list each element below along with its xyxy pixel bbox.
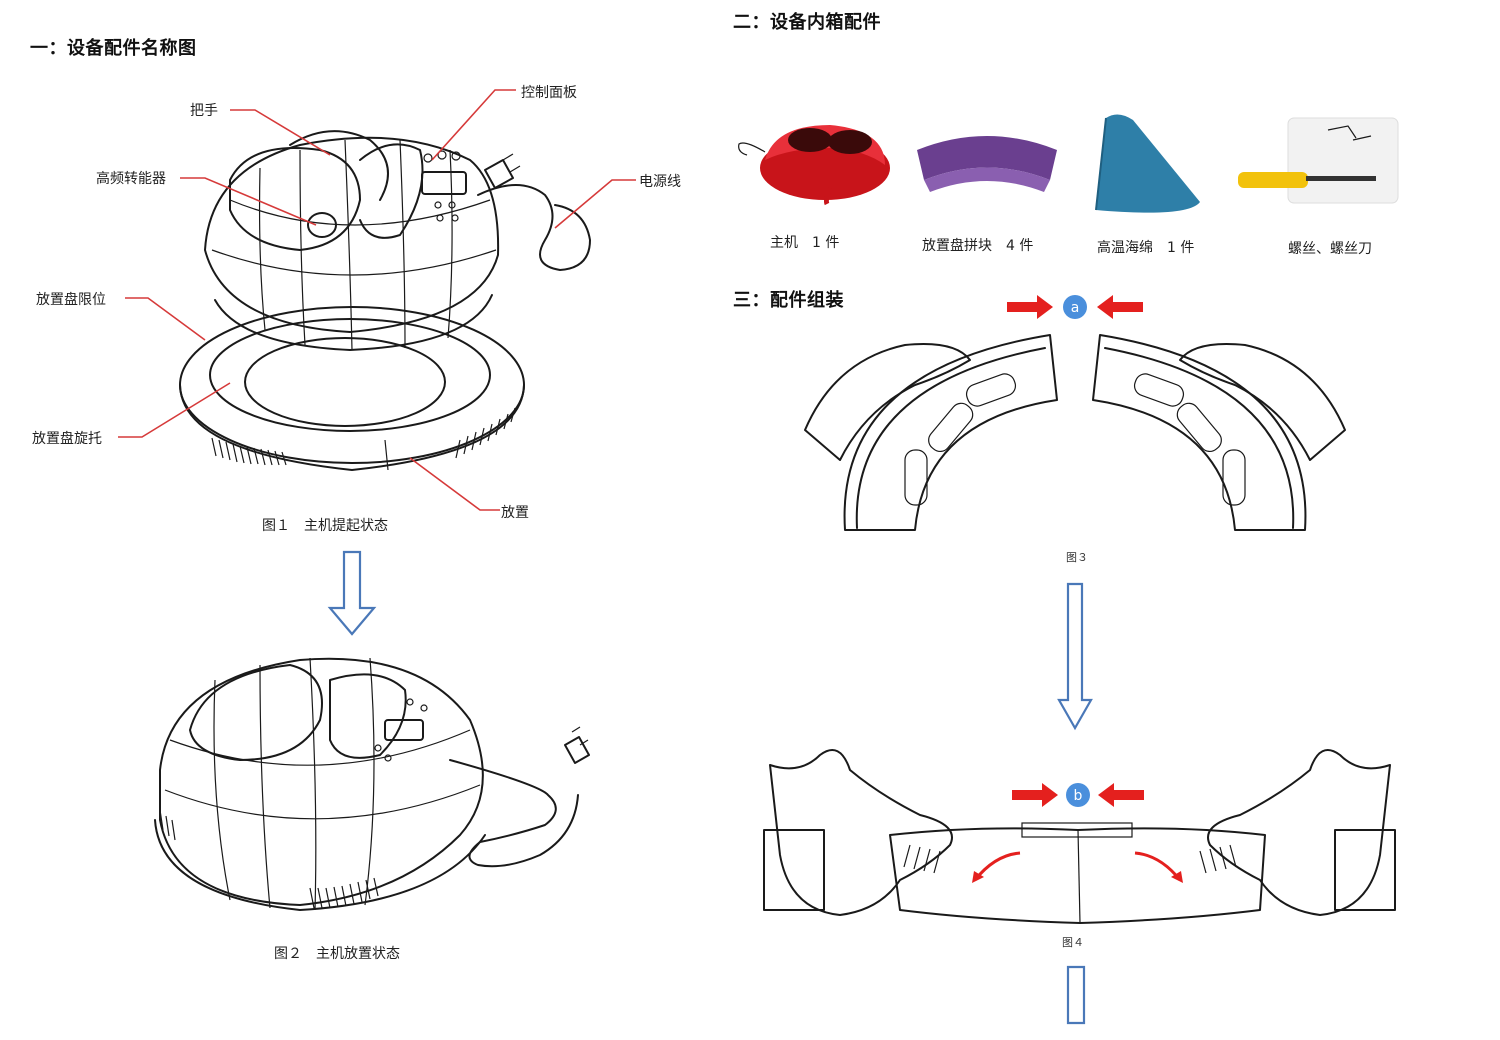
down-arrow-icon-2 [1057, 582, 1093, 731]
label-control-panel: 控制面板 [521, 85, 577, 101]
down-arrow-icon [327, 550, 377, 636]
item-screwdriver-label: 螺丝、螺丝刀 [1288, 241, 1372, 257]
fig3-assembly-drawing: a [804, 295, 1346, 531]
label-power-cord: 电源线 [639, 174, 681, 190]
fig2-caption: 图２ 主机放置状态 [274, 946, 400, 962]
fig4-caption: 图４ [1062, 936, 1084, 949]
section-title-3: 三：配件组装 [733, 290, 844, 311]
item-sponge-label: 高温海绵 1 件 [1097, 240, 1195, 256]
fig2-device-drawing [154, 657, 590, 911]
item-tray-piece-image [917, 136, 1057, 192]
item-screwdriver-image [1238, 117, 1399, 204]
item-main-unit-label: 主机 1 件 [770, 235, 840, 251]
label-tray-limit: 放置盘限位 [36, 292, 106, 308]
item-sponge-image [1095, 114, 1200, 213]
fig4-badge: b [1074, 788, 1083, 804]
section-title-2: 二：设备内箱配件 [733, 12, 881, 33]
label-tray-holder: 放置盘旋托 [32, 431, 102, 447]
fig3-caption: 图３ [1066, 551, 1088, 564]
section-title-1: 一：设备配件名称图 [30, 38, 197, 59]
label-place: 放置 [501, 505, 529, 521]
label-converter: 高频转能器 [96, 171, 166, 187]
label-handle: 把手 [190, 103, 218, 119]
fig4-assembly-drawing: b [763, 749, 1396, 924]
item-tray-piece-label: 放置盘拼块 4 件 [922, 238, 1034, 254]
down-arrow-icon-3 [1066, 965, 1086, 1025]
fig3-badge: a [1071, 300, 1080, 316]
fig1-device-drawing [118, 89, 636, 511]
fig1-caption: 图１ 主机提起状态 [262, 518, 388, 534]
item-main-unit-image [738, 125, 890, 206]
